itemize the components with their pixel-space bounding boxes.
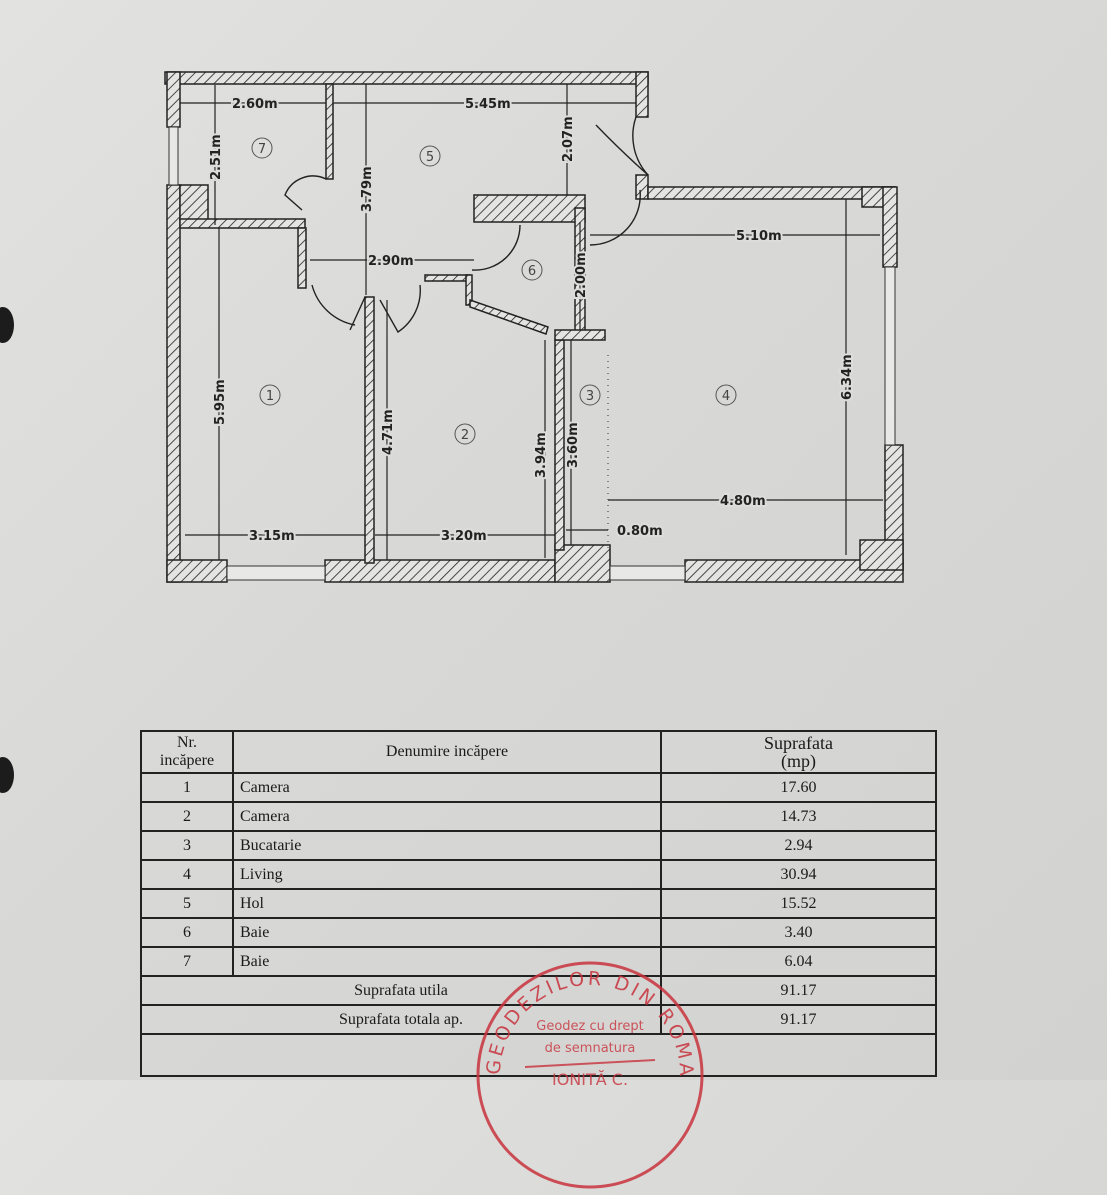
walls [164,71,904,583]
room-markers [251,137,737,445]
dim-label: 0.80m [617,524,663,539]
cell-name: Baie [232,917,662,948]
dim-label: 3.15m [249,529,295,544]
dim-label: 2.51m [209,134,224,180]
cell-nr: 3 [140,830,234,861]
room-number: 4 [722,389,730,404]
dim-label: 4.80m [720,494,766,509]
dim-label: 6.34m [840,354,855,400]
cell-nr: 2 [140,801,234,832]
cell-nr: 5 [140,888,234,919]
header-area-line1: Suprafata [764,733,833,753]
floor-plan: 2.60m 5.45m 5.10m 2.90m 4.80m 3.15m 3.20… [164,71,904,583]
dim-label: 3.94m [534,432,549,478]
cell-name: Camera [232,772,662,803]
header-area-line2: (mp) [781,751,816,771]
summary-label: Suprafata utila [140,975,662,1006]
header-nr: Nr. incăpere [140,730,234,774]
room-number: 7 [258,142,266,157]
dim-label: 5.45m [465,97,511,112]
dim-label: 3.79m [360,166,375,212]
cell-area: 14.73 [660,801,937,832]
dimension-lines [180,84,883,560]
dim-label: 3.20m [441,529,487,544]
dim-label: 2.07m [561,116,576,162]
cell-name: Hol [232,888,662,919]
cell-name: Living [232,859,662,890]
cell-area: 3.40 [660,917,937,948]
room-number: 1 [266,389,274,404]
room-number: 5 [426,150,434,165]
table-row-partial [140,1033,937,1077]
dim-label: 4.71m [381,409,396,455]
cell-name: Baie [232,946,662,977]
cell-name: Bucatarie [232,830,662,861]
cell-nr: 1 [140,772,234,803]
table-header: Nr. incăpere Denumire incăpere Suprafata… [140,730,937,774]
dim-label: 5.95m [213,379,228,425]
cell-nr: 6 [140,917,234,948]
cell-area: 6.04 [660,946,937,977]
area-table: Nr. incăpere Denumire incăpere Suprafata… [140,730,937,1077]
dim-label: 3.60m [566,422,581,468]
summary-value: 91.17 [660,975,937,1006]
header-area: Suprafata(mp) [660,730,937,774]
cell-nr: 7 [140,946,234,977]
cell-area: 15.52 [660,888,937,919]
cell-area: 2.94 [660,830,937,861]
summary-label: Suprafata totala ap. [140,1004,662,1035]
room-number: 3 [586,389,594,404]
binder-hole [0,757,14,793]
binder-hole [0,307,14,343]
dim-label: 2.60m [232,97,278,112]
dim-label: 2.90m [368,254,414,269]
cell-area: 17.60 [660,772,937,803]
summary-row: Suprafata totala ap.91.17 [140,1004,937,1035]
dimension-labels: 2.60m 5.45m 5.10m 2.90m 4.80m 3.15m 3.20… [207,95,857,546]
dim-label: 5.10m [736,229,782,244]
cell-nr: 4 [140,859,234,890]
room-number: 6 [528,264,536,279]
cell-name: Camera [232,801,662,832]
header-name: Denumire incăpere [232,730,662,774]
doors [284,116,649,334]
room-number: 2 [461,428,469,443]
cell-area: 30.94 [660,859,937,890]
summary-value: 91.17 [660,1004,937,1035]
dim-label: 2.00m [574,252,589,298]
windows [168,126,896,581]
